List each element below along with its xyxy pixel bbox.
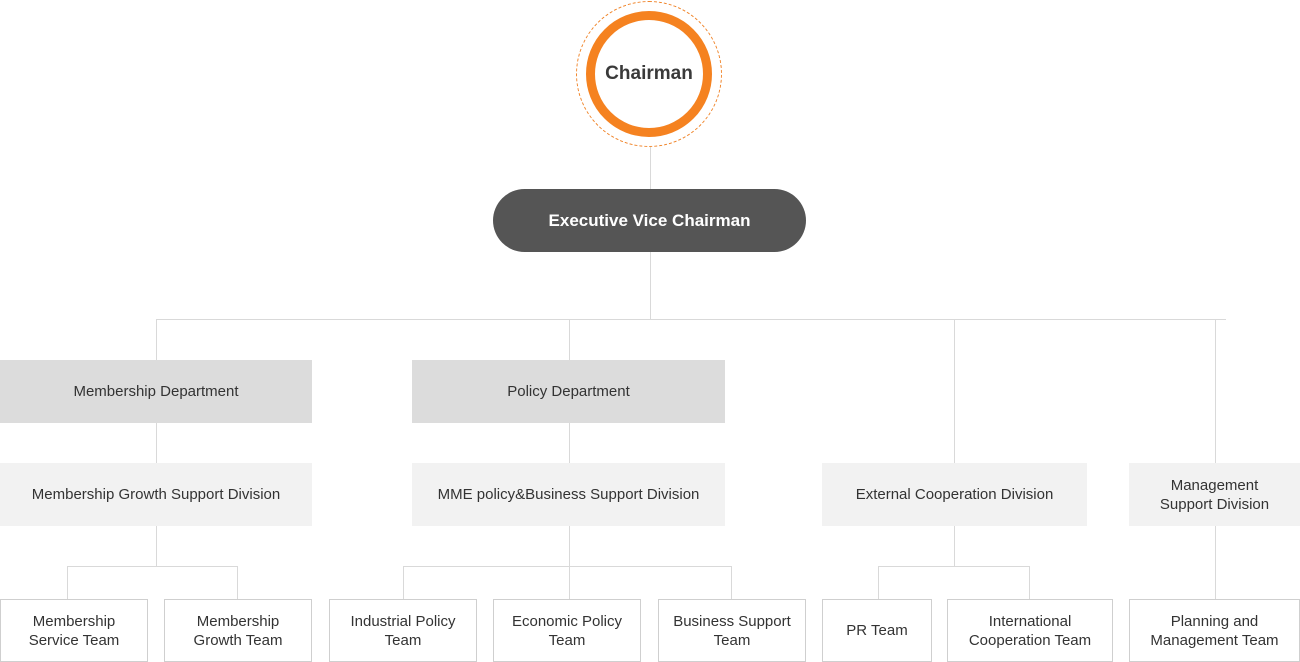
planning-management-team-label: Planning and Management Team <box>1150 612 1279 649</box>
connector-industrial-policy <box>403 566 404 599</box>
industrial-policy-team-node: Industrial Policy Team <box>329 599 477 662</box>
connector-bus-policy-dept <box>569 319 570 360</box>
connector-main-bus <box>156 319 1226 320</box>
international-cooperation-team-node: International Cooperation Team <box>947 599 1113 662</box>
connector-external-div-teams <box>954 525 955 567</box>
connector-bus-membership-dept <box>156 319 157 360</box>
connector-membership-div-teams <box>156 525 157 567</box>
membership-department-label: Membership Department <box>73 383 239 400</box>
economic-policy-team-node: Economic Policy Team <box>493 599 641 662</box>
connector-policy-dept-div <box>569 422 570 463</box>
connector-business-support <box>731 566 732 599</box>
connector-chairman-evc <box>650 147 651 189</box>
executive-vice-chairman-node: Executive Vice Chairman <box>493 189 806 252</box>
pr-team-label: PR Team <box>846 622 908 639</box>
pr-team-node: PR Team <box>822 599 932 662</box>
planning-management-team-node: Planning and Management Team <box>1129 599 1300 662</box>
connector-membership-service <box>67 566 68 599</box>
external-cooperation-division-label: External Cooperation Division <box>855 486 1054 503</box>
mme-policy-business-support-division-node: MME policy&Business Support Division <box>412 463 725 526</box>
connector-bus-external-div <box>954 319 955 463</box>
international-cooperation-team-label: International Cooperation Team <box>968 612 1092 649</box>
membership-service-team-label: Membership Service Team <box>28 612 120 649</box>
membership-growth-team-label: Membership Growth Team <box>193 612 283 649</box>
management-support-division-label: Management Support Division <box>1159 476 1270 513</box>
connector-membership-dept-div <box>156 422 157 463</box>
industrial-policy-team-label: Industrial Policy Team <box>350 612 456 649</box>
economic-policy-team-label: Economic Policy Team <box>511 612 623 649</box>
policy-department-node: Policy Department <box>412 360 725 423</box>
connector-international <box>1029 566 1030 599</box>
membership-growth-team-node: Membership Growth Team <box>164 599 312 662</box>
policy-department-label: Policy Department <box>507 383 630 400</box>
chairman-label: Chairman <box>605 63 693 84</box>
management-support-division-node: Management Support Division <box>1129 463 1300 526</box>
executive-vice-chairman-label: Executive Vice Chairman <box>548 210 751 230</box>
external-cooperation-division-node: External Cooperation Division <box>822 463 1087 526</box>
connector-bus-management-div <box>1215 319 1216 463</box>
membership-growth-support-division-node: Membership Growth Support Division <box>0 463 312 526</box>
chairman-node: Chairman <box>586 11 712 137</box>
connector-evc-bus <box>650 252 651 320</box>
membership-department-node: Membership Department <box>0 360 312 423</box>
connector-mme-div-teams <box>569 525 570 599</box>
membership-service-team-node: Membership Service Team <box>0 599 148 662</box>
connector-pr <box>878 566 879 599</box>
mme-policy-business-support-division-label: MME policy&Business Support Division <box>437 486 700 503</box>
connector-membership-growth <box>237 566 238 599</box>
business-support-team-label: Business Support Team <box>673 612 791 649</box>
membership-growth-support-division-label: Membership Growth Support Division <box>31 486 281 503</box>
connector-mme-teams-bus <box>403 566 732 567</box>
chairman-ring-dashed <box>576 1 722 147</box>
connector-external-teams-bus <box>878 566 1030 567</box>
connector-membership-teams-bus <box>67 566 238 567</box>
connector-management-div-team <box>1215 525 1216 599</box>
business-support-team-node: Business Support Team <box>658 599 806 662</box>
